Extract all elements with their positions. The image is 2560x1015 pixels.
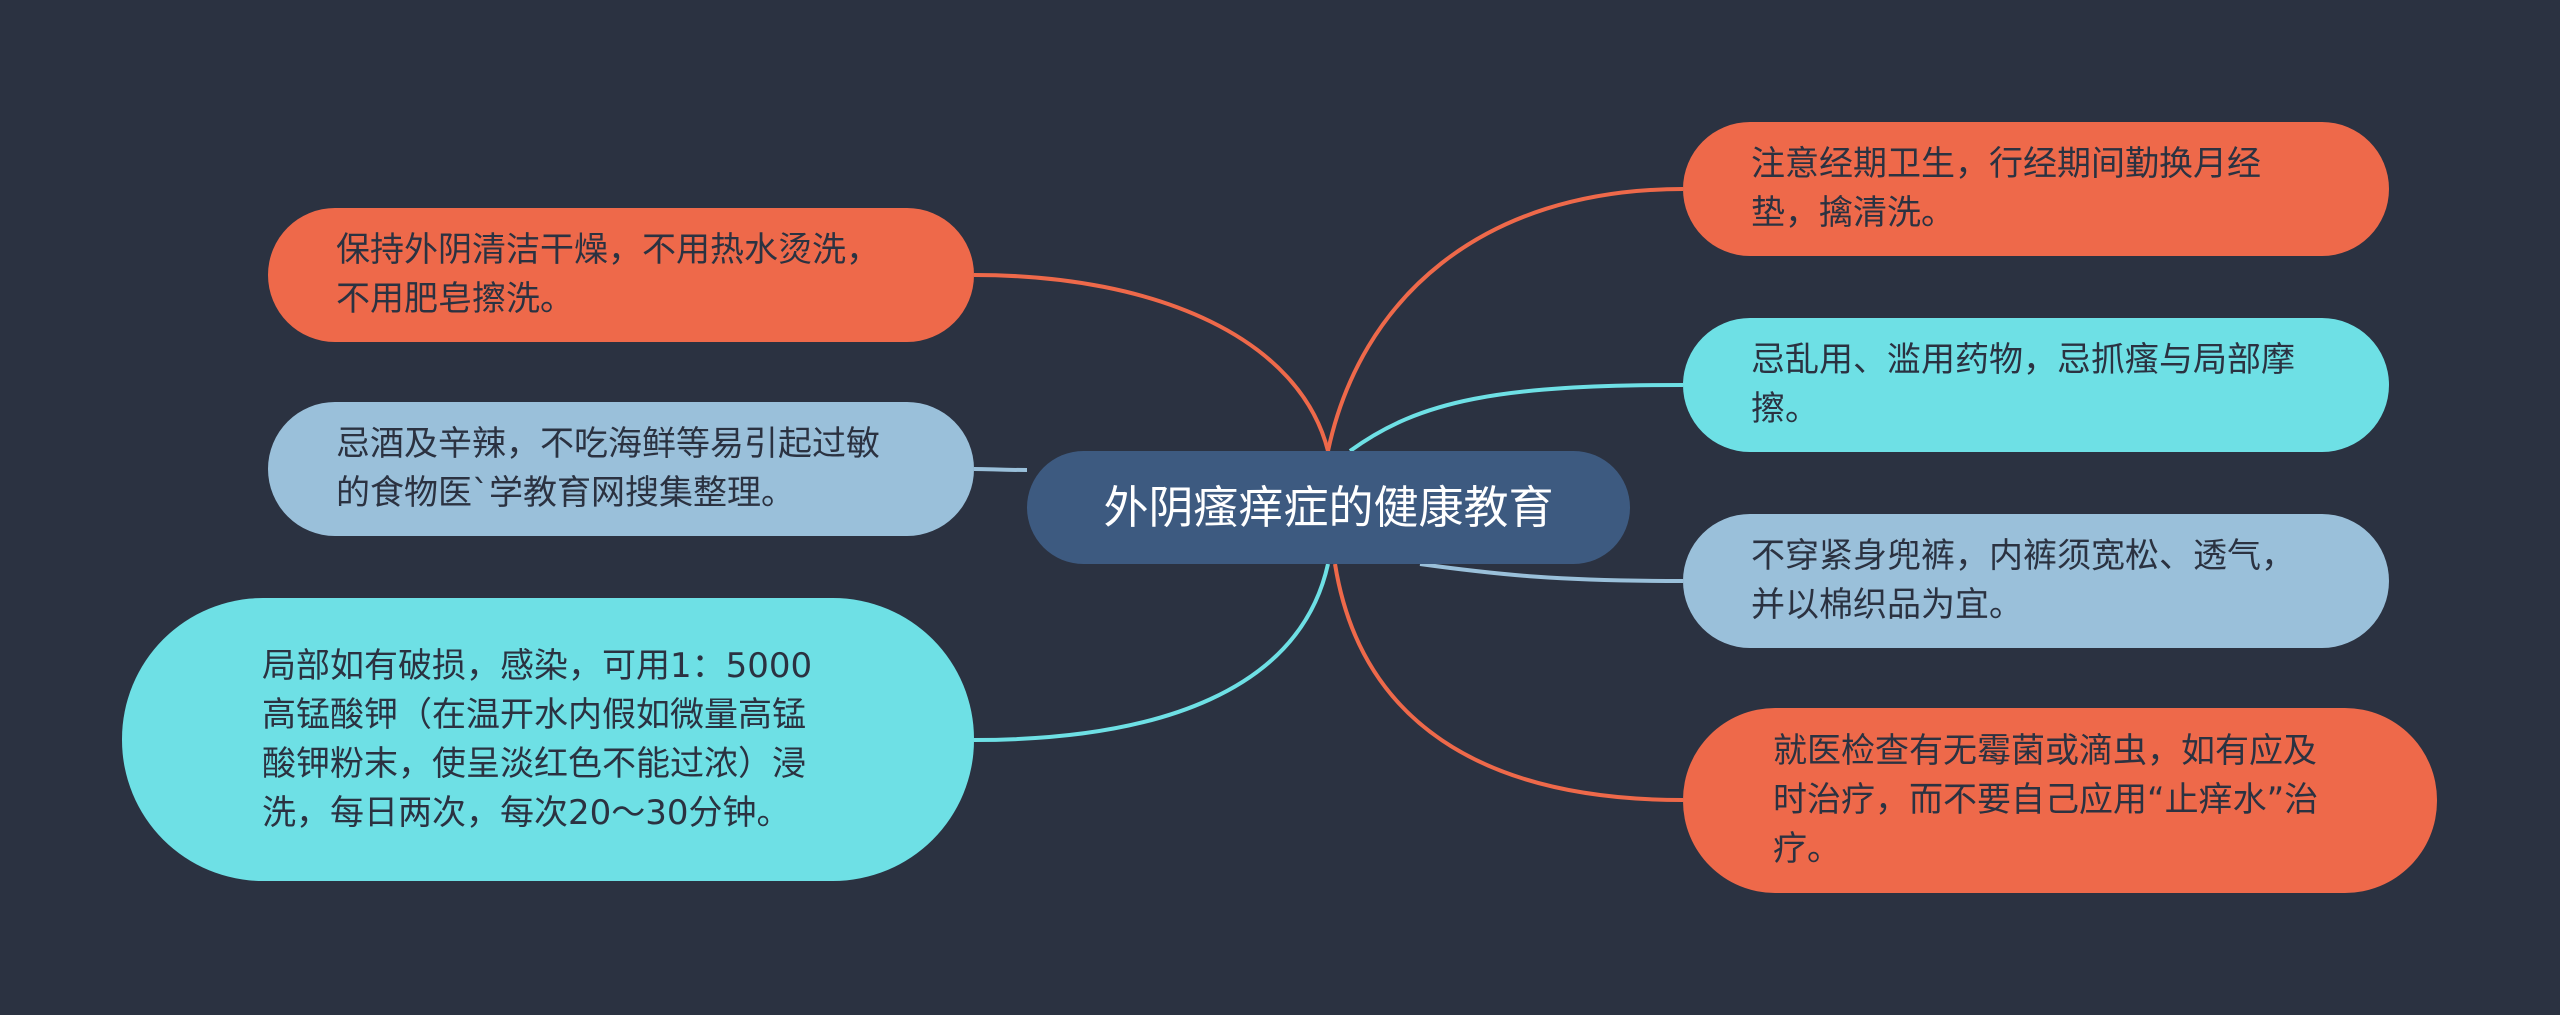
topic-node-label: 不穿紧身兜裤，内裤须宽松、透气，并以棉织品为宜。 [1751,536,2295,625]
topic-node-left-3[interactable]: 局部如有破损，感染，可用1：5000高锰酸钾（在温开水内假如微量高锰酸钾粉末，使… [122,598,974,881]
connector-left-1 [973,273,1330,452]
topic-node-right-3[interactable]: 不穿紧身兜裤，内裤须宽松、透气，并以棉织品为宜。 [1683,514,2389,648]
center-node[interactable]: 外阴瘙痒症的健康教育 [1027,451,1630,564]
center-node-label: 外阴瘙痒症的健康教育 [1103,481,1554,534]
connector-right-2 [1348,383,1684,453]
connector-left-3 [973,563,1330,742]
connector-right-3 [1419,562,1684,583]
topic-node-label: 注意经期卫生，行经期间勤换月经垫，擒清洗。 [1751,144,2261,233]
topic-node-label: 就医检查有无霉菌或滴虫，如有应及时治疗，而不要自己应用“止痒水”治疗。 [1773,731,2319,869]
topic-node-label: 局部如有破损，感染，可用1：5000高锰酸钾（在温开水内假如微量高锰酸钾粉末，使… [262,645,813,833]
topic-node-left-1[interactable]: 保持外阴清洁干燥，不用热水烫洗，不用肥皂擦洗。 [268,208,974,342]
topic-node-right-2[interactable]: 忌乱用、滥用药物，忌抓瘙与局部摩擦。 [1683,318,2389,452]
topic-node-label: 忌乱用、滥用药物，忌抓瘙与局部摩擦。 [1751,340,2295,429]
topic-node-right-4[interactable]: 就医检查有无霉菌或滴虫，如有应及时治疗，而不要自己应用“止痒水”治疗。 [1683,708,2437,893]
topic-node-label: 保持外阴清洁干燥，不用热水烫洗，不用肥皂擦洗。 [336,230,880,319]
connector-right-4 [1333,563,1684,802]
connector-left-2 [973,467,1028,472]
topic-node-right-1[interactable]: 注意经期卫生，行经期间勤换月经垫，擒清洗。 [1683,122,2389,256]
topic-node-left-2[interactable]: 忌酒及辛辣，不吃海鲜等易引起过敏的食物医`学教育网搜集整理。 [268,402,974,536]
connector-right-1 [1326,187,1684,452]
topic-node-label: 忌酒及辛辣，不吃海鲜等易引起过敏的食物医`学教育网搜集整理。 [336,424,880,513]
